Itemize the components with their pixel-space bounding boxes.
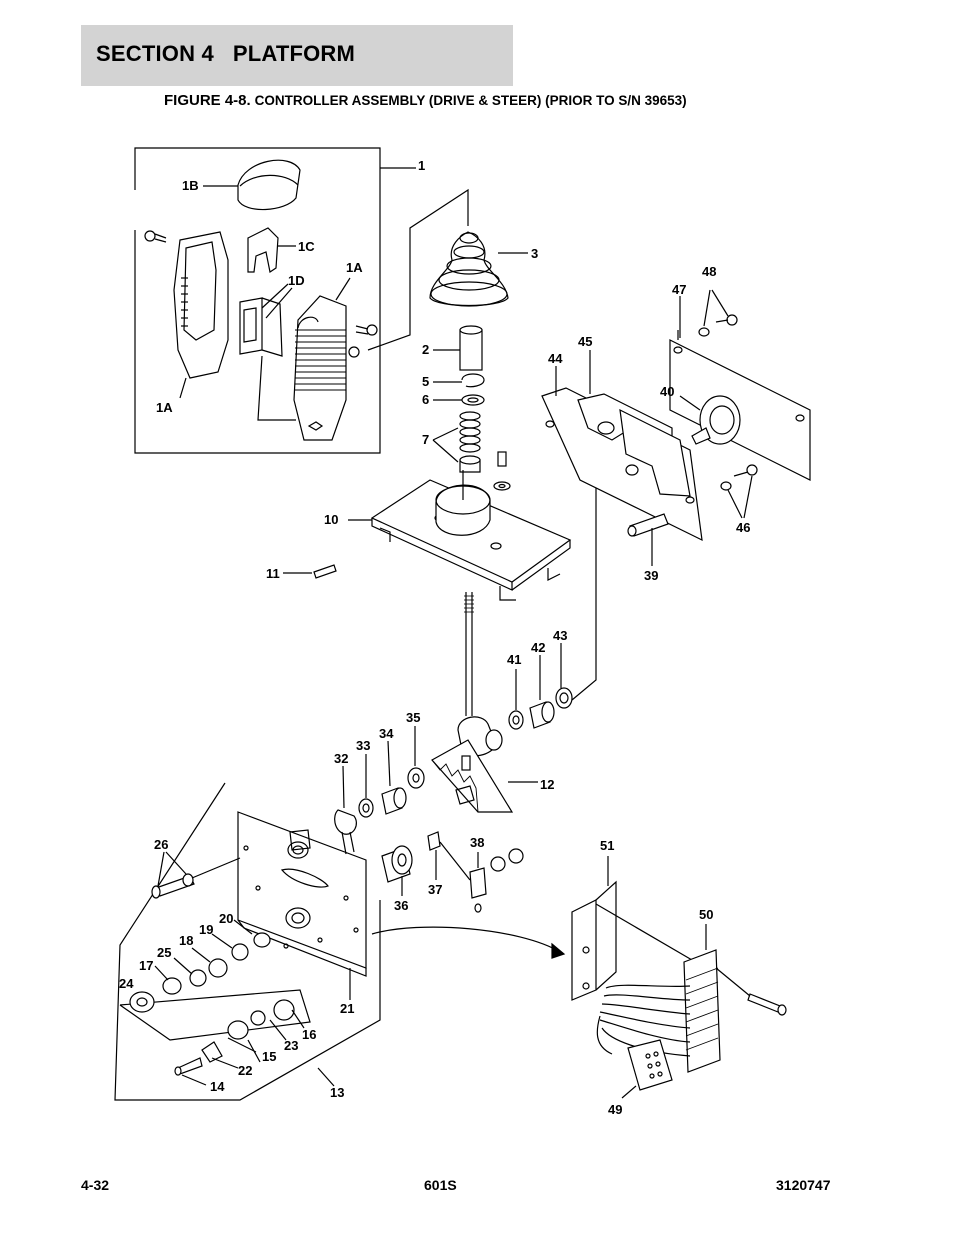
callout-12: 12 [540, 777, 554, 792]
callout-50: 50 [699, 907, 713, 922]
callout-46: 46 [736, 520, 750, 535]
callout-39: 39 [644, 568, 658, 583]
callout-43: 43 [553, 628, 567, 643]
callout-1b: 1B [182, 178, 199, 193]
callout-34: 34 [379, 726, 394, 741]
callout-25: 25 [157, 945, 171, 960]
manual-number: 3120747 [776, 1177, 831, 1193]
callout-42: 42 [531, 640, 545, 655]
callout-13: 13 [330, 1085, 344, 1100]
callout-7: 7 [422, 432, 429, 447]
callout-47: 47 [672, 282, 686, 297]
callout-6: 6 [422, 392, 429, 407]
callout-33: 33 [356, 738, 370, 753]
callout-37: 37 [428, 882, 442, 897]
callout-2: 2 [422, 342, 429, 357]
wiring-harness [571, 856, 787, 1099]
handle-assembly-group [134, 147, 416, 454]
callout-32: 32 [334, 751, 348, 766]
callout-22: 22 [238, 1063, 252, 1078]
callout-3: 3 [531, 246, 538, 261]
callout-44: 44 [548, 351, 563, 366]
callout-24: 24 [119, 976, 134, 991]
callout-40: 40 [660, 384, 674, 399]
callout-18: 18 [179, 933, 193, 948]
base-plate [283, 470, 572, 601]
callout-1d: 1D [288, 273, 305, 288]
shaft-and-gear-sector [431, 399, 606, 813]
callout-1a-bottom: 1A [156, 400, 173, 415]
callout-19: 19 [199, 922, 213, 937]
callout-41: 41 [507, 652, 521, 667]
boot-and-spring-stack [367, 188, 528, 491]
lower-plate-assembly [114, 726, 566, 1101]
callout-36: 36 [394, 898, 408, 913]
callout-23: 23 [284, 1038, 298, 1053]
callout-21: 21 [340, 1001, 354, 1016]
side-bracket-assembly [541, 289, 811, 566]
callout-labels: 1 1B 1C 1A 1D 1A 3 2 5 6 7 10 11 48 47 4… [119, 158, 750, 1117]
callout-20: 20 [219, 911, 233, 926]
callout-35: 35 [406, 710, 420, 725]
figure-title: FIGURE 4-8. CONTROLLER ASSEMBLY (DRIVE &… [164, 92, 687, 109]
figure-caption: CONTROLLER ASSEMBLY (DRIVE & STEER) (PRI… [254, 93, 687, 108]
callout-10: 10 [324, 512, 338, 527]
callout-14: 14 [210, 1079, 225, 1094]
callout-26: 26 [154, 837, 168, 852]
section-header: SECTION 4 PLATFORM [81, 25, 513, 86]
callout-48: 48 [702, 264, 716, 279]
callout-49: 49 [608, 1102, 622, 1117]
page-number: 4-32 [81, 1177, 110, 1193]
callout-16: 16 [302, 1027, 316, 1042]
callout-1: 1 [418, 158, 425, 173]
callout-15: 15 [262, 1049, 276, 1064]
callout-11: 11 [266, 566, 280, 581]
model-name: 601S [424, 1177, 457, 1193]
callout-1c: 1C [298, 239, 315, 254]
callout-17: 17 [139, 958, 153, 973]
callout-1a-top: 1A [346, 260, 363, 275]
callout-45: 45 [578, 334, 592, 349]
callout-5: 5 [422, 374, 429, 389]
figure-number: FIGURE 4-8. [164, 92, 251, 109]
callout-51: 51 [600, 838, 614, 853]
section-title: SECTION 4 PLATFORM [96, 41, 356, 66]
callout-38: 38 [470, 835, 484, 850]
